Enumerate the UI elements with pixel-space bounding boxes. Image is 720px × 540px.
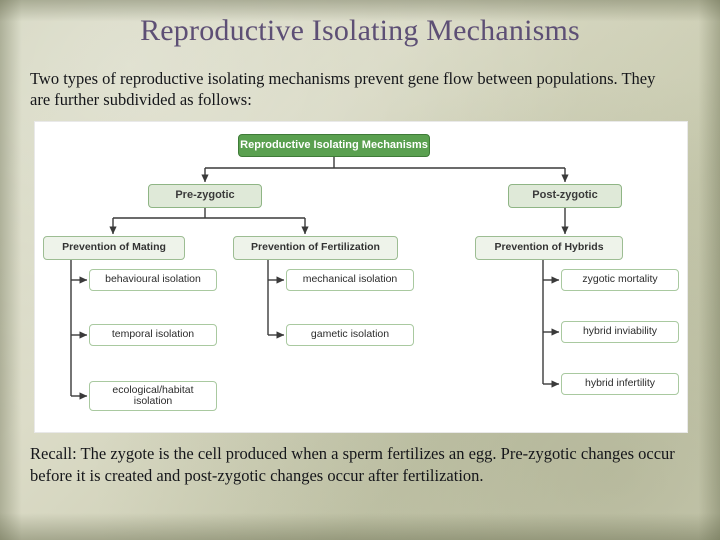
- diagram-node-pre-zygotic: Pre-zygotic: [148, 184, 262, 208]
- diagram-node-prevention-of-fertilization: Prevention of Fertilization: [233, 236, 398, 260]
- diagram-leaf-temporal-isolation: temporal isolation: [89, 324, 217, 346]
- diagram-leaf-ecological-habitat-isolation: ecological/habitat isolation: [89, 381, 217, 411]
- diagram-leaf-gametic-isolation: gametic isolation: [286, 324, 414, 346]
- diagram-leaf-behavioural-isolation: behavioural isolation: [89, 269, 217, 291]
- intro-text: Two types of reproductive isolating mech…: [30, 69, 656, 109]
- diagram-canvas: Reproductive Isolating Mechanisms Pre-zy…: [35, 122, 687, 432]
- diagram-node-prevention-of-mating: Prevention of Mating: [43, 236, 185, 260]
- diagram-leaf-hybrid-inviability: hybrid inviability: [561, 321, 679, 343]
- diagram-node-prevention-of-hybrids: Prevention of Hybrids: [475, 236, 623, 260]
- diagram-leaf-mechanical-isolation: mechanical isolation: [286, 269, 414, 291]
- diagram-node-post-zygotic: Post-zygotic: [508, 184, 622, 208]
- diagram-figure: Reproductive Isolating Mechanisms Pre-zy…: [34, 121, 688, 433]
- recall-text: Recall: The zygote is the cell produced …: [30, 444, 675, 485]
- page-title: Reproductive Isolating Mechanisms: [140, 14, 580, 47]
- diagram-node-root: Reproductive Isolating Mechanisms: [238, 134, 430, 157]
- diagram-leaf-hybrid-infertility: hybrid infertility: [561, 373, 679, 395]
- diagram-leaf-zygotic-mortality: zygotic mortality: [561, 269, 679, 291]
